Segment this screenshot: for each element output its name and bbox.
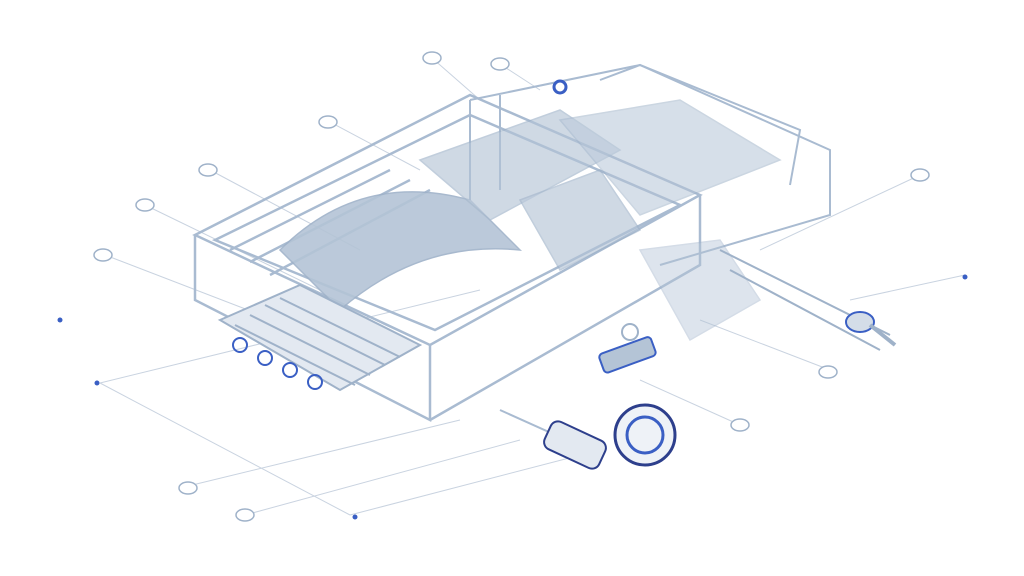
callout-marker (178, 481, 198, 495)
callout-marker (93, 248, 113, 262)
callout-marker (910, 168, 930, 182)
callout-marker (198, 163, 218, 177)
callout-marker (235, 508, 255, 522)
callout-marker (318, 115, 338, 129)
main-frame (192, 93, 703, 423)
callout-marker (422, 51, 442, 65)
front-rollers (217, 283, 423, 392)
accent-dots (57, 274, 968, 520)
callout-marker (490, 57, 510, 71)
callout-marker (730, 418, 750, 432)
right-shaft (719, 249, 897, 351)
callout-marker-accent (552, 79, 568, 95)
callout-markers (93, 51, 930, 522)
callout-marker (818, 365, 838, 379)
core-mechanism (278, 99, 782, 342)
front-motor (499, 323, 677, 470)
callout-marker (135, 198, 155, 212)
